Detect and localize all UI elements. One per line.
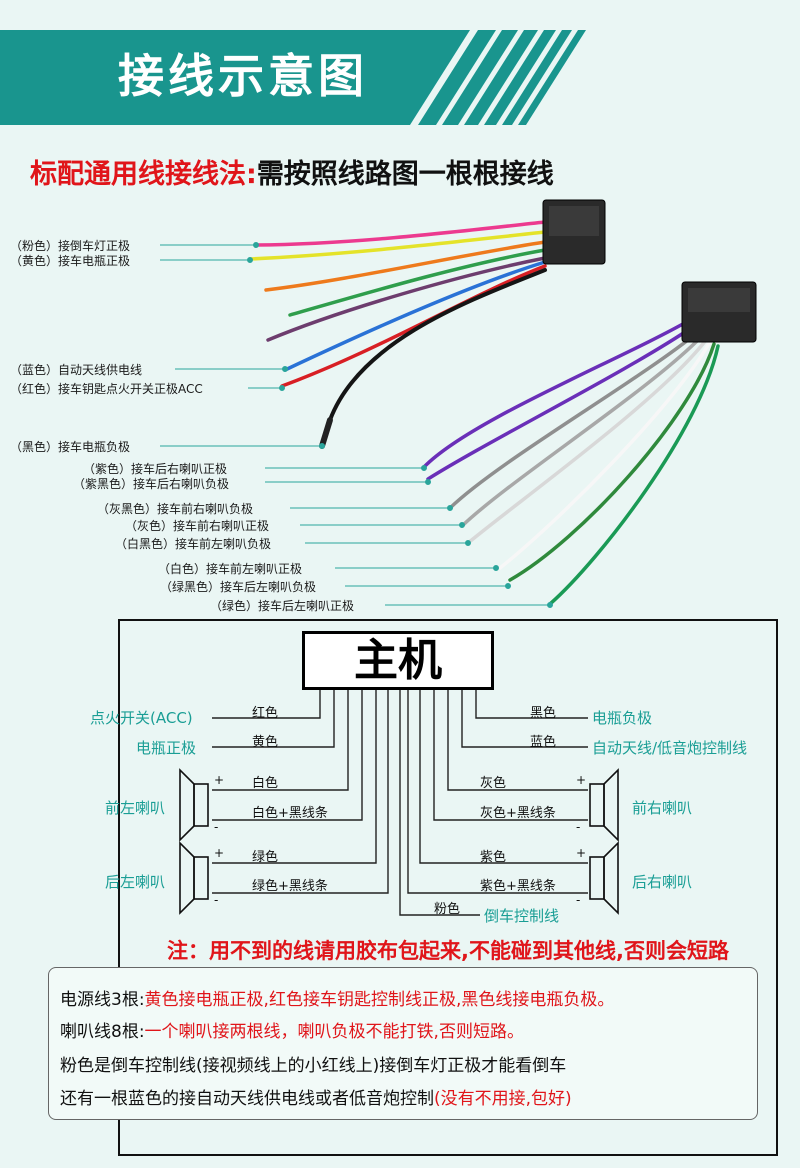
- speaker-rear-right-icon: [589, 841, 619, 915]
- target-battery-negative: 电瓶负极: [592, 709, 653, 727]
- plus-rear-right: +: [576, 846, 587, 860]
- minus-rear-right: -: [576, 893, 581, 907]
- label-green-black: （绿黑色）接车后左喇叭负极: [160, 580, 317, 594]
- wire-purple-black: 紫色+黑线条: [480, 879, 556, 894]
- purple-black-wire: [426, 324, 696, 481]
- wire-black: 黑色: [530, 706, 557, 721]
- target-battery-positive: 电瓶正极: [136, 739, 197, 757]
- target-front-right-speaker: 前右喇叭: [632, 799, 693, 817]
- schematic-frame: [118, 619, 778, 1156]
- green-wire-2: [548, 344, 720, 606]
- subheading-instruction: 需按照线路图一根根接线: [256, 159, 554, 190]
- page-title: 接线示意图: [118, 49, 368, 103]
- target-acc: 点火开关(ACC): [90, 709, 193, 727]
- pink-wire: [254, 220, 547, 247]
- label-yellow: （黄色）接车电瓶正极: [10, 254, 131, 268]
- info-blue-line: 还有一根蓝色的接自动天线供电线或者低音炮控制(没有不用接,包好): [60, 1089, 572, 1109]
- purple-wire-2: [422, 318, 692, 469]
- minus-front-right: -: [576, 820, 581, 834]
- label-green: （绿色）接车后左喇叭正极: [210, 599, 355, 613]
- title-banner: [0, 30, 586, 125]
- green-black-wire: [508, 342, 716, 582]
- label-red: （红色）接车钥匙点火开关正极ACC: [10, 382, 203, 396]
- target-front-left-speaker: 前左喇叭: [105, 799, 166, 817]
- wire-green-black: 绿色+黑线条: [252, 879, 328, 894]
- target-reverse-control: 倒车控制线: [484, 907, 560, 925]
- minus-rear-left: -: [214, 893, 219, 907]
- wire-green: 绿色: [252, 850, 279, 865]
- grey-black-wire: [448, 330, 700, 510]
- yellow-wire: [248, 230, 547, 261]
- white-wire: [498, 340, 712, 570]
- label-blue: （蓝色）自动天线供电线: [10, 363, 143, 377]
- plus-front-left: +: [214, 773, 225, 787]
- plus-front-right: +: [576, 773, 587, 787]
- host-unit-box: 主机: [302, 631, 494, 690]
- wire-blue: 蓝色: [530, 735, 557, 750]
- wire-red: 红色: [252, 706, 279, 721]
- subheading-method: 标配通用线接线法:: [30, 159, 257, 190]
- speaker-rear-left-icon: [179, 841, 209, 915]
- label-grey: （灰色）接车前右喇叭正极: [125, 519, 270, 533]
- grey-wire: [460, 334, 704, 528]
- wire-purple: 紫色: [480, 850, 507, 865]
- label-purple-black: （紫黑色）接车后右喇叭负极: [73, 477, 230, 491]
- wire-white: 白色: [252, 776, 279, 791]
- target-rear-left-speaker: 后左喇叭: [105, 873, 166, 891]
- label-white: （白色）接车前左喇叭正极: [158, 562, 303, 576]
- wire-grey: 灰色: [480, 776, 507, 791]
- info-speaker-lines: 喇叭线8根:一个喇叭接两根线，喇叭负极不能打铁,否则短路。: [60, 1022, 524, 1042]
- wire-harness-illustration: [160, 199, 757, 608]
- wire-grey-black: 灰色+黑线条: [480, 806, 556, 821]
- label-purple: （紫色）接车后右喇叭正极: [83, 462, 228, 476]
- speaker-front-right-icon: [589, 768, 619, 842]
- info-box: [48, 967, 758, 1120]
- warning-note: 注：用不到的线请用胶布包起来,不能碰到其他线,否则会短路: [167, 939, 729, 963]
- orange-wire: [264, 240, 547, 292]
- wire-white-black: 白色+黑线条: [252, 806, 328, 821]
- blue-wire: [283, 260, 547, 372]
- green-wire-1: [288, 248, 547, 317]
- black-wire-end: [319, 417, 333, 449]
- subheading: 标配通用线接线法:需按照线路图一根根接线: [30, 152, 554, 191]
- plus-rear-left: +: [214, 846, 225, 860]
- label-pink: （粉色）接倒车灯正极: [10, 239, 131, 253]
- black-wire: [328, 268, 547, 422]
- target-antenna-subwoofer: 自动天线/低音炮控制线: [592, 739, 748, 757]
- info-pink-line: 粉色是倒车控制线(接视频线上的小红线上)接倒车灯正极才能看倒车: [60, 1056, 567, 1076]
- label-black: （黑色）接车电瓶负极: [10, 440, 131, 454]
- speaker-front-left-icon: [179, 768, 209, 842]
- wire-yellow: 黄色: [252, 735, 279, 750]
- purple-wire-1: [266, 256, 547, 342]
- label-grey-black: （灰黑色）接车前右喇叭负极: [97, 502, 254, 516]
- target-rear-right-speaker: 后右喇叭: [632, 873, 693, 891]
- wire-pink: 粉色: [434, 902, 461, 917]
- minus-front-left: -: [214, 820, 219, 834]
- label-white-black: （白黑色）接车前左喇叭负极: [115, 537, 272, 551]
- white-black-wire: [466, 338, 708, 545]
- info-power-lines: 电源线3根:黄色接电瓶正极,红色接车钥匙控制线正极,黑色线接电瓶负极。: [60, 990, 615, 1010]
